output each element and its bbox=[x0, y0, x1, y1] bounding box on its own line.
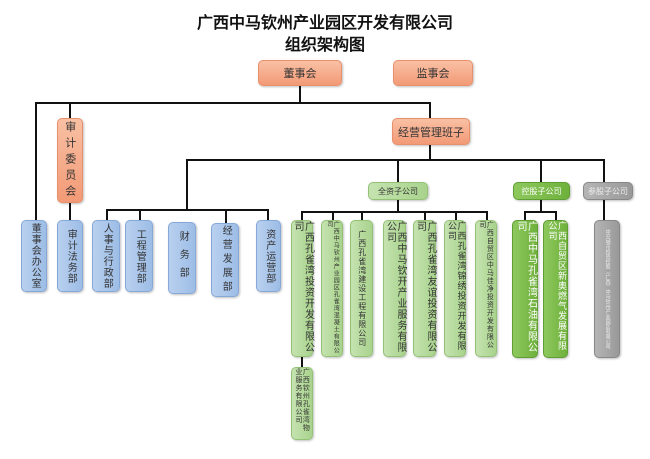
subsidiary-box[interactable]: 广西孔雀湾建设工程有限公司 bbox=[350, 220, 373, 357]
connector bbox=[301, 211, 488, 213]
subsidiary-box[interactable]: 广西中马钦州产业园区孔雀湾混凝土有限公司 bbox=[321, 220, 343, 357]
dept-hr-admin[interactable]: 人事与行政部 bbox=[92, 220, 120, 292]
chart-title: 广西中马钦州产业园区开发有限公司 bbox=[196, 13, 453, 32]
connector bbox=[397, 159, 399, 182]
holding-box[interactable]: 广西中马孔雀湾石油有限公司 bbox=[512, 220, 538, 358]
property-service-box[interactable]: 广西钦州孔雀湾物业服务有限公司 bbox=[291, 367, 313, 440]
connector bbox=[69, 203, 71, 220]
subsidiary-box[interactable]: 广西孔雀湾投资开发有限公司 bbox=[291, 220, 314, 357]
connector bbox=[361, 211, 363, 220]
subsidiary-box[interactable]: 广西中马钦开产业服务有限公司 bbox=[383, 220, 406, 357]
connector bbox=[299, 86, 301, 104]
supervisors-box[interactable]: 监事会 bbox=[393, 60, 473, 86]
connector bbox=[225, 209, 227, 223]
connector bbox=[301, 211, 303, 220]
holding-label[interactable]: 控股子公司 bbox=[513, 182, 570, 200]
connector bbox=[69, 102, 71, 118]
dept-business-dev[interactable]: 经营发展部 bbox=[211, 223, 239, 297]
minority-box[interactable]: 中交城市投资控股（广西）中马钦州产业园区有限公司 bbox=[594, 220, 620, 358]
board-office-box[interactable]: 董事会办公室 bbox=[21, 220, 47, 292]
audit-committee-box[interactable]: 审计委员会 bbox=[57, 118, 83, 203]
connector bbox=[540, 159, 542, 182]
connector bbox=[429, 102, 431, 118]
connector bbox=[301, 357, 303, 367]
connector bbox=[524, 211, 526, 220]
connector bbox=[455, 211, 457, 220]
connector bbox=[267, 209, 269, 220]
subsidiary-box[interactable]: 广西自贸区中马佳净投资开发有限公司 bbox=[475, 220, 497, 357]
connector bbox=[332, 211, 334, 220]
wholly-owned-label[interactable]: 全资子公司 bbox=[368, 182, 428, 200]
connector bbox=[35, 102, 37, 220]
management-box[interactable]: 经营管理班子 bbox=[392, 118, 470, 145]
board-box[interactable]: 董事会 bbox=[258, 60, 342, 86]
connector bbox=[106, 209, 268, 211]
subsidiary-box[interactable]: 广西孔雀湾友谊投资有限公司 bbox=[413, 220, 436, 357]
connector bbox=[555, 211, 557, 220]
connector bbox=[35, 102, 431, 104]
connector bbox=[139, 209, 141, 220]
connector bbox=[486, 211, 488, 220]
dept-asset-ops[interactable]: 资产运营部 bbox=[256, 220, 281, 292]
holding-box[interactable]: 广西自贸区新奥燃气发展有限公司 bbox=[543, 220, 568, 358]
connector bbox=[186, 159, 605, 161]
connector bbox=[540, 200, 542, 212]
subsidiary-box[interactable]: 广西孔雀湾锦绣投资开发有限公司 bbox=[444, 220, 466, 357]
connector bbox=[424, 211, 426, 220]
minority-label[interactable]: 参股子公司 bbox=[583, 182, 633, 200]
dept-engineering[interactable]: 工程管理部 bbox=[125, 220, 153, 292]
connector bbox=[106, 209, 108, 220]
audit-legal-box[interactable]: 审计法务部 bbox=[57, 220, 83, 292]
dept-finance[interactable]: 财务部 bbox=[168, 222, 196, 294]
connector bbox=[397, 200, 399, 212]
connector bbox=[524, 211, 557, 213]
chart-subtitle: 组织架构图 bbox=[284, 35, 365, 54]
connector bbox=[429, 145, 431, 161]
connector bbox=[186, 159, 188, 210]
